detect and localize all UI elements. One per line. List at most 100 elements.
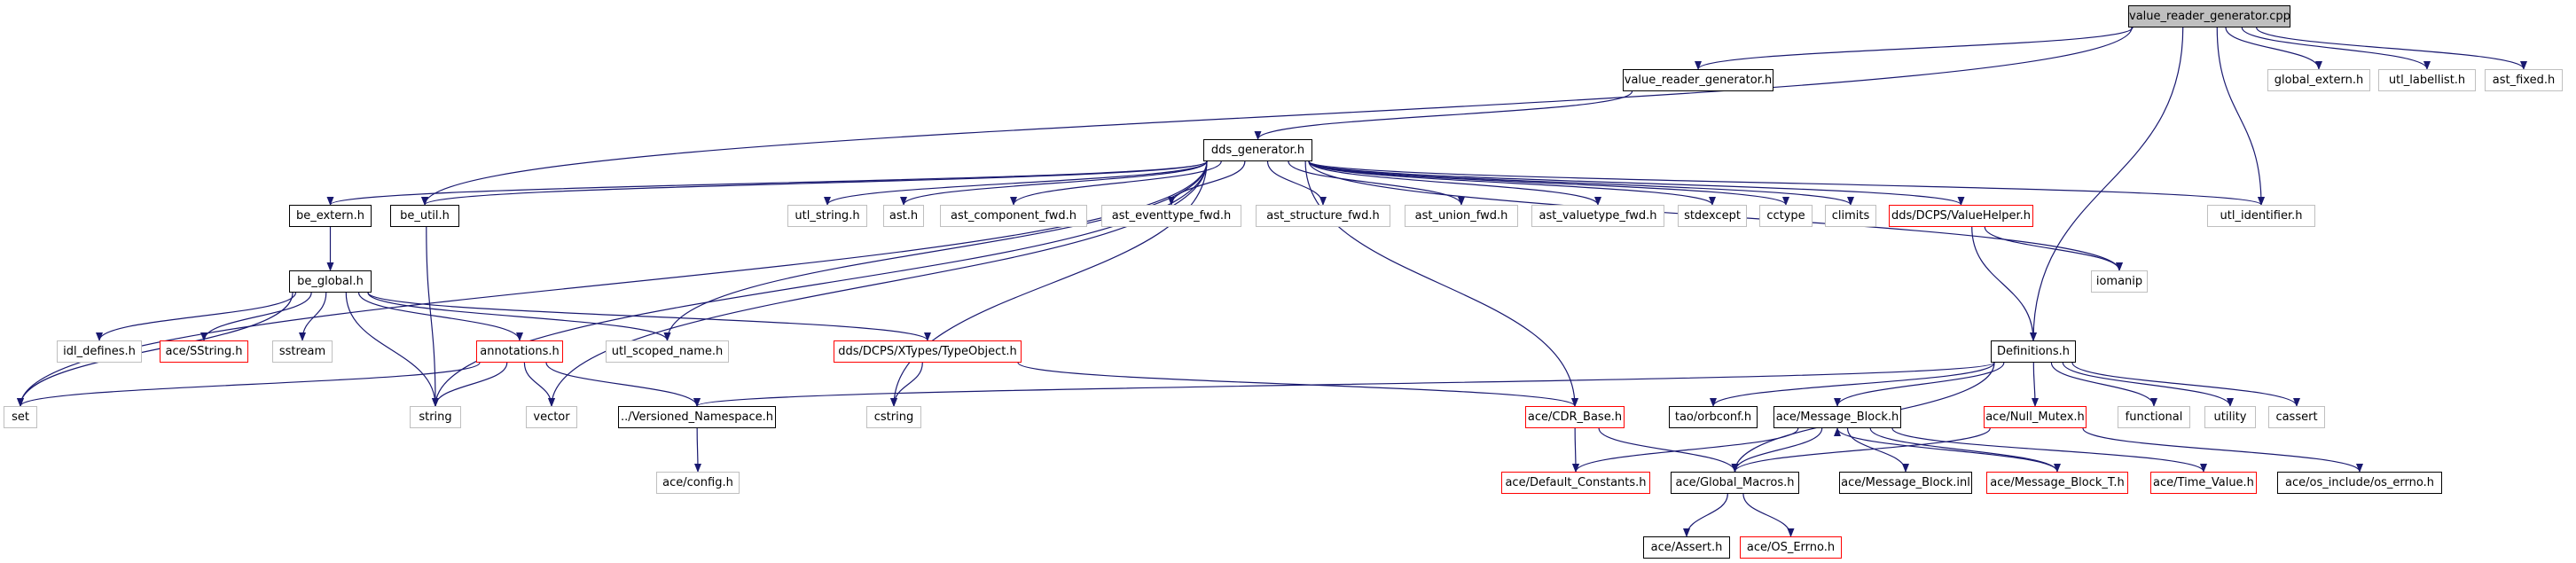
edge-message-block-h-to-message-block-t-h <box>1869 427 2061 473</box>
node-be-global-h[interactable]: be_global.h <box>289 270 372 293</box>
edge-definitions-h-to-utility <box>2062 362 2234 407</box>
edge-value-reader-generator-cpp-to-definitions-h <box>2030 27 2184 341</box>
edge-be-global-h-to-typeobject-h <box>367 292 931 341</box>
edge-message-block-h-to-message-block-inl <box>1846 427 1909 473</box>
edge-be-global-h-to-set <box>17 292 294 407</box>
node-orbconf-h[interactable]: tao/orbconf.h <box>1669 406 1758 428</box>
node-climits: climits <box>1825 205 1876 227</box>
node-value-reader-generator-h[interactable]: value_reader_generator.h <box>1623 69 1773 91</box>
node-iomanip: iomanip <box>2091 270 2148 293</box>
edge-null-mutex-h-to-global-macros-h <box>1731 427 1991 473</box>
node-global-extern-h: global_extern.h <box>2267 69 2370 91</box>
node-time-value-h[interactable]: ace/Time_Value.h <box>2150 472 2257 494</box>
node-cstring: cstring <box>866 406 921 428</box>
node-ast-fixed-h: ast_fixed.h <box>2485 69 2563 91</box>
edge-be-global-h-to-annotations-h <box>357 292 523 341</box>
edge-annotations-h-to-string <box>432 362 508 407</box>
node-be-extern-h[interactable]: be_extern.h <box>289 205 372 227</box>
edge-message-block-h-to-global-macros-h <box>1731 427 1823 473</box>
node-annotations-h[interactable]: annotations.h <box>476 340 563 363</box>
node-ast-component-fwd-h: ast_component_fwd.h <box>940 205 1087 227</box>
edge-be-global-h-to-utl-scoped-name-h <box>367 292 671 341</box>
node-utility: utility <box>2204 406 2256 428</box>
edge-dds-generator-h-to-ast-component-fwd-h <box>1010 160 1222 206</box>
node-versioned-namespace-h[interactable]: ../Versioned_Namespace.h <box>618 406 776 428</box>
node-ast-structure-fwd-h: ast_structure_fwd.h <box>1256 205 1390 227</box>
node-utl-string-h: utl_string.h <box>787 205 867 227</box>
edge-value-reader-generator-cpp-to-ast-fixed-h <box>2256 27 2527 70</box>
node-null-mutex-h[interactable]: ace/Null_Mutex.h <box>1984 406 2087 428</box>
edge-dds-generator-h-to-utl-identifier-h <box>1308 160 2265 206</box>
edge-definitions-h-to-cassert <box>2071 362 2300 407</box>
node-cdr-base-h[interactable]: ace/CDR_Base.h <box>1525 406 1625 428</box>
node-be-util-h[interactable]: be_util.h <box>390 205 459 227</box>
node-sstream: sstream <box>272 340 333 363</box>
edge-be-global-h-to-ace-sstring-h <box>200 292 312 341</box>
edge-annotations-h-to-versioned-namespace-h <box>545 362 701 407</box>
edge-definitions-h-to-orbconf-h <box>1710 362 1995 407</box>
node-typeobject-h[interactable]: dds/DCPS/XTypes/TypeObject.h <box>834 340 1022 363</box>
edge-message-block-h-to-time-value-h <box>1891 427 2207 473</box>
node-cctype: cctype <box>1759 205 1813 227</box>
node-message-block-inl[interactable]: ace/Message_Block.inl <box>1839 472 1972 494</box>
edge-versioned-namespace-h-to-ace-config-h <box>693 427 701 473</box>
node-ace-sstring-h[interactable]: ace/SString.h <box>160 340 248 363</box>
edge-be-global-h-to-string <box>345 292 439 407</box>
edge-dds-generator-h-to-climits <box>1308 160 1854 206</box>
edge-definitions-h-to-message-block-h <box>1834 362 2005 407</box>
edge-typeobject-h-to-cstring <box>890 362 923 407</box>
edge-dds-generator-h-to-stdexcept <box>1308 160 1716 206</box>
edge-dds-generator-h-to-ast-union-fwd-h <box>1288 160 1465 206</box>
node-os-errno-include-h[interactable]: ace/os_include/os_errno.h <box>2277 472 2442 494</box>
node-valuehelper-h[interactable]: dds/DCPS/ValueHelper.h <box>1889 205 2033 227</box>
edge-dds-generator-h-to-cstring <box>890 160 1208 407</box>
edge-dds-generator-h-to-valuehelper-h <box>1308 160 1965 206</box>
edge-definitions-h-to-functional <box>2050 362 2157 407</box>
edge-dds-generator-h-to-vector <box>548 160 1208 407</box>
edge-dds-generator-h-to-ast-valuetype-fwd-h <box>1308 160 1601 206</box>
edge-dds-generator-h-to-utl-scoped-name-h <box>663 160 1208 341</box>
node-utl-scoped-name-h: utl_scoped_name.h <box>606 340 729 363</box>
edge-cdr-base-h-to-global-macros-h <box>1598 427 1739 473</box>
edge-definitions-h-to-versioned-namespace-h <box>693 362 1995 407</box>
edge-global-macros-h-to-os-errno-h <box>1742 493 1795 537</box>
edge-typeobject-h-to-cdr-base-h <box>1017 362 1578 407</box>
edge-dds-generator-h-to-cctype <box>1308 160 1789 206</box>
node-ace-assert-h[interactable]: ace/Assert.h <box>1643 536 1730 559</box>
node-dds-generator-h[interactable]: dds_generator.h <box>1203 139 1312 161</box>
node-cassert: cassert <box>2268 406 2325 428</box>
edge-value-reader-generator-cpp-to-utl-identifier-h <box>2216 27 2265 206</box>
edge-value-reader-generator-cpp-to-global-extern-h <box>2225 27 2322 70</box>
node-idl-defines-h: idl_defines.h <box>57 340 142 363</box>
edge-message-block-h-to-default-constants-h <box>1572 427 1799 473</box>
edge-cdr-base-h-to-default-constants-h <box>1571 427 1579 473</box>
edge-dds-generator-h-to-be-util-h <box>421 160 1208 206</box>
node-ace-os-errno-h[interactable]: ace/OS_Errno.h <box>1740 536 1842 559</box>
node-stdexcept: stdexcept <box>1678 205 1747 227</box>
edge-value-reader-generator-h-to-dds-generator-h <box>1254 90 1633 140</box>
edge-value-reader-generator-cpp-to-utl-labellist-h <box>2241 27 2431 70</box>
edge-dds-generator-h-to-ast-structure-fwd-h <box>1266 160 1327 206</box>
node-ace-config-h: ace/config.h <box>656 472 740 494</box>
node-global-macros-h[interactable]: ace/Global_Macros.h <box>1671 472 1799 494</box>
edge-global-macros-h-to-assert-h <box>1683 493 1728 537</box>
node-definitions-h[interactable]: Definitions.h <box>1991 340 2076 363</box>
node-set: set <box>4 406 37 428</box>
node-value-reader-generator-cpp: value_reader_generator.cpp <box>2128 5 2290 27</box>
edge-message-block-t-h-to-message-block-h <box>1834 427 2058 473</box>
node-default-constants-h[interactable]: ace/Default_Constants.h <box>1501 472 1650 494</box>
edge-dds-generator-h-to-ast-eventtype-fwd-h <box>1168 160 1246 206</box>
node-ast-h: ast.h <box>883 205 924 227</box>
node-utl-labellist-h: utl_labellist.h <box>2378 69 2476 91</box>
node-string: string <box>410 406 461 428</box>
node-message-block-t-h[interactable]: ace/Message_Block_T.h <box>1986 472 2128 494</box>
node-message-block-h[interactable]: ace/Message_Block.h <box>1773 406 1901 428</box>
edge-be-global-h-to-idl-defines-h <box>96 292 297 341</box>
node-utl-identifier-h: utl_identifier.h <box>2207 205 2315 227</box>
edge-dds-generator-h-to-set <box>17 160 1208 407</box>
edge-dds-generator-h-to-utl-string-h <box>824 160 1208 206</box>
node-ast-valuetype-fwd-h: ast_valuetype_fwd.h <box>1531 205 1664 227</box>
edge-dds-generator-h-to-cdr-base-h <box>1304 160 1578 407</box>
